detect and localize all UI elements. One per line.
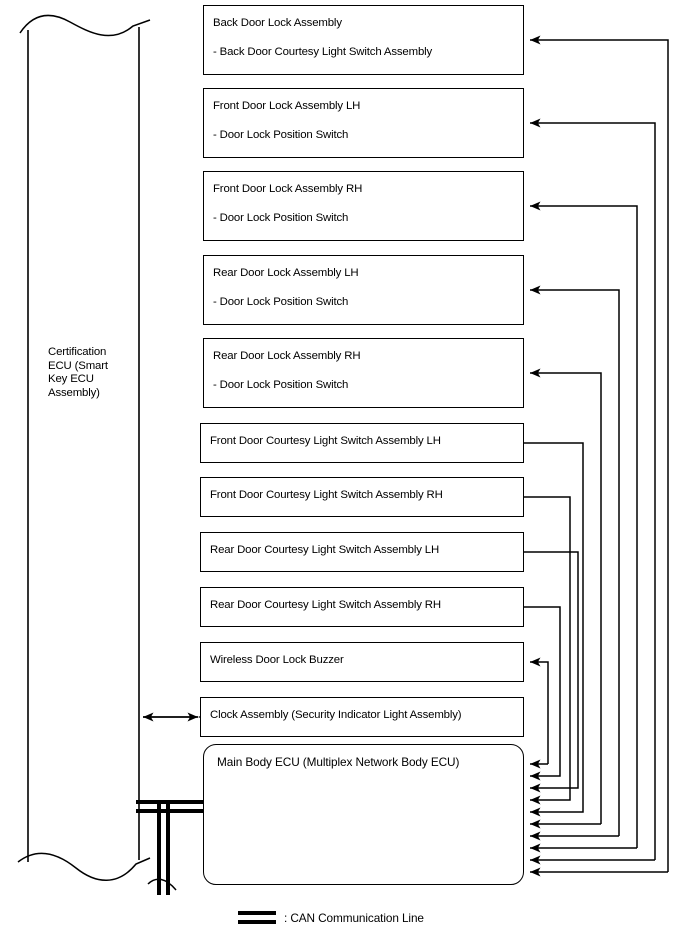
certification-ecu-label: Certification ECU (Smart Key ECU Assembl…	[48, 346, 134, 400]
connector-front-door-lock-assembly-rh	[530, 201, 638, 853]
node-label-line-1: Wireless Door Lock Buzzer	[210, 654, 344, 666]
can-communication-line	[136, 800, 206, 895]
node-label-line-2: - Door Lock Position Switch	[213, 379, 349, 391]
connector-rear-door-courtesy-light-switch-assembly-lh	[524, 551, 579, 793]
connector-back-door-lock-assembly	[530, 35, 669, 877]
node-label-line-1: Front Door Courtesy Light Switch Assembl…	[210, 435, 441, 447]
node-label-line-2: - Door Lock Position Switch	[213, 129, 349, 141]
node-label-line-1: Front Door Courtesy Light Switch Assembl…	[210, 489, 443, 501]
node-label-line-1: Front Door Lock Assembly LH	[213, 100, 361, 112]
node-rear-door-lock-assembly-lh[interactable]: Rear Door Lock Assembly LH - Door Lock P…	[203, 255, 524, 325]
connector-rear-door-lock-assembly-rh	[530, 368, 602, 829]
node-rear-door-lock-assembly-rh[interactable]: Rear Door Lock Assembly RH - Door Lock P…	[203, 338, 524, 408]
node-label-line-2: - Back Door Courtesy Light Switch Assemb…	[213, 46, 433, 58]
node-label-line-1: Clock Assembly (Security Indicator Light…	[210, 709, 462, 721]
node-label-line-1: Rear Door Lock Assembly LH	[213, 267, 359, 279]
certification-ecu-label-line-1: Certification	[48, 346, 107, 358]
certification-ecu-label-line-3: Key ECU	[48, 373, 94, 386]
legend: : CAN Communication Line	[238, 910, 424, 925]
node-label-line-1: Rear Door Courtesy Light Switch Assembly…	[210, 544, 440, 556]
connector-front-door-courtesy-light-switch-assembly-rh	[524, 496, 571, 805]
node-front-door-lock-assembly-rh[interactable]: Front Door Lock Assembly RH - Door Lock …	[203, 171, 524, 241]
node-front-door-lock-assembly-lh[interactable]: Front Door Lock Assembly LH - Door Lock …	[203, 88, 524, 158]
node-rear-door-courtesy-light-switch-assembly-lh[interactable]: Rear Door Courtesy Light Switch Assembly…	[200, 532, 524, 572]
can-communication-line-symbol	[238, 910, 276, 925]
node-main-body-ecu[interactable]: Main Body ECU (Multiplex Network Body EC…	[203, 744, 524, 885]
node-rear-door-courtesy-light-switch-assembly-rh[interactable]: Rear Door Courtesy Light Switch Assembly…	[200, 587, 524, 627]
connector-wireless-door-lock-buzzer	[530, 657, 549, 769]
certification-ecu-label-line-4: Assembly)	[48, 386, 100, 399]
connector-rear-door-courtesy-light-switch-assembly-rh	[524, 606, 561, 781]
node-back-door-lock-assembly[interactable]: Back Door Lock Assembly - Back Door Cour…	[203, 5, 524, 75]
node-label-line-1: Back Door Lock Assembly	[213, 17, 342, 29]
connector-front-door-lock-assembly-lh	[530, 118, 656, 865]
node-label-line-1: Rear Door Lock Assembly RH	[213, 350, 361, 362]
connector-front-door-courtesy-light-switch-assembly-lh	[524, 442, 584, 817]
node-label-line-1: Rear Door Courtesy Light Switch Assembly…	[210, 599, 441, 611]
certification-ecu-band	[17, 14, 151, 881]
main-body-ecu-label: Main Body ECU (Multiplex Network Body EC…	[217, 755, 460, 769]
connector-rear-door-lock-assembly-lh	[530, 285, 620, 841]
node-label-line-2: - Door Lock Position Switch	[213, 212, 349, 224]
node-label-line-2: - Door Lock Position Switch	[213, 296, 349, 308]
node-front-door-courtesy-light-switch-assembly-lh[interactable]: Front Door Courtesy Light Switch Assembl…	[200, 423, 524, 463]
node-label-line-1: Front Door Lock Assembly RH	[213, 183, 363, 195]
node-front-door-courtesy-light-switch-assembly-rh[interactable]: Front Door Courtesy Light Switch Assembl…	[200, 477, 524, 517]
certification-ecu-label-line-2: ECU (Smart	[48, 359, 108, 372]
legend-label: : CAN Communication Line	[284, 910, 424, 925]
node-clock-assembly[interactable]: Clock Assembly (Security Indicator Light…	[200, 697, 524, 737]
node-wireless-door-lock-buzzer[interactable]: Wireless Door Lock Buzzer	[200, 642, 524, 682]
